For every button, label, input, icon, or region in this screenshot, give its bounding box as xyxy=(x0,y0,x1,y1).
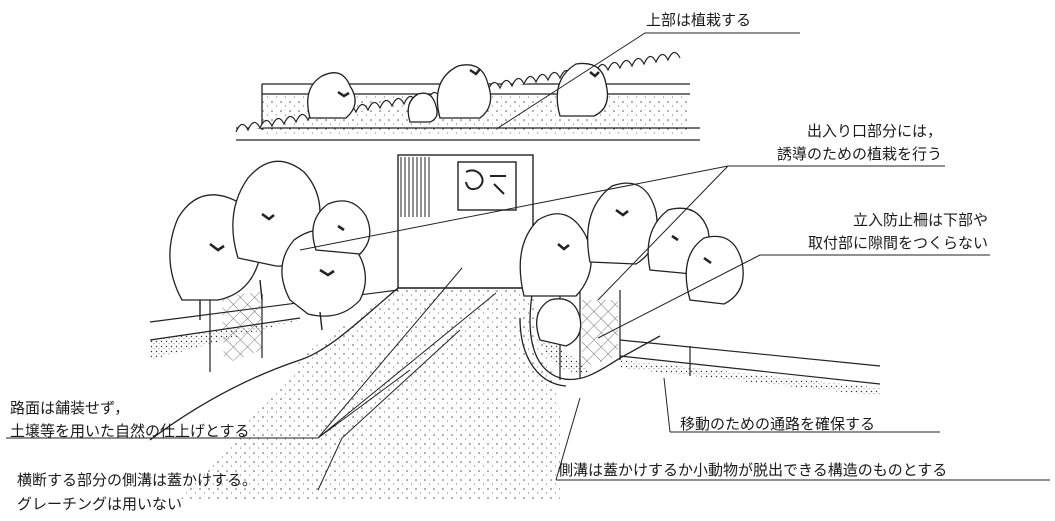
leader-fence xyxy=(597,254,990,339)
label-side-ditch: 側溝は蓋かけするか小動物が脱出できる構造のものとする xyxy=(558,461,948,479)
tunnel-portal xyxy=(397,154,534,289)
label-road-line1: 路面は舗装せず， xyxy=(10,399,130,417)
label-crossing-ditch-line2: グレーチングは用いない xyxy=(17,495,183,513)
label-passage: 移動のための通路を確保する xyxy=(680,415,876,433)
leader-crossing-ditch xyxy=(317,329,461,491)
label-entrance-line2: 誘導のための植栽を行う xyxy=(776,145,942,163)
right-fence xyxy=(559,262,881,396)
label-entrance-line1: 出入り口部分には， xyxy=(806,122,942,140)
label-fence-line1: 立入防止柵は下部や xyxy=(852,211,988,229)
label-top-planting: 上部は植栽する xyxy=(646,11,752,29)
leader-top-planting xyxy=(497,32,800,129)
road-surface xyxy=(149,287,560,500)
leader-side-ditch xyxy=(555,397,1050,481)
label-road-line2: 土壌等を用いた自然の仕上げとする xyxy=(10,422,250,440)
leader-road xyxy=(6,267,497,439)
right-trees xyxy=(519,182,744,347)
leader-entrance xyxy=(299,165,945,301)
left-trees xyxy=(169,160,371,331)
leader-lines xyxy=(6,32,1050,491)
leader-passage xyxy=(663,377,940,433)
label-fence-line2: 取付部に隙間をつくらない xyxy=(807,234,988,252)
label-crossing-ditch-line1: 横断する部分の側溝は蓋かけする。 xyxy=(17,471,258,489)
top-trees xyxy=(307,62,609,123)
